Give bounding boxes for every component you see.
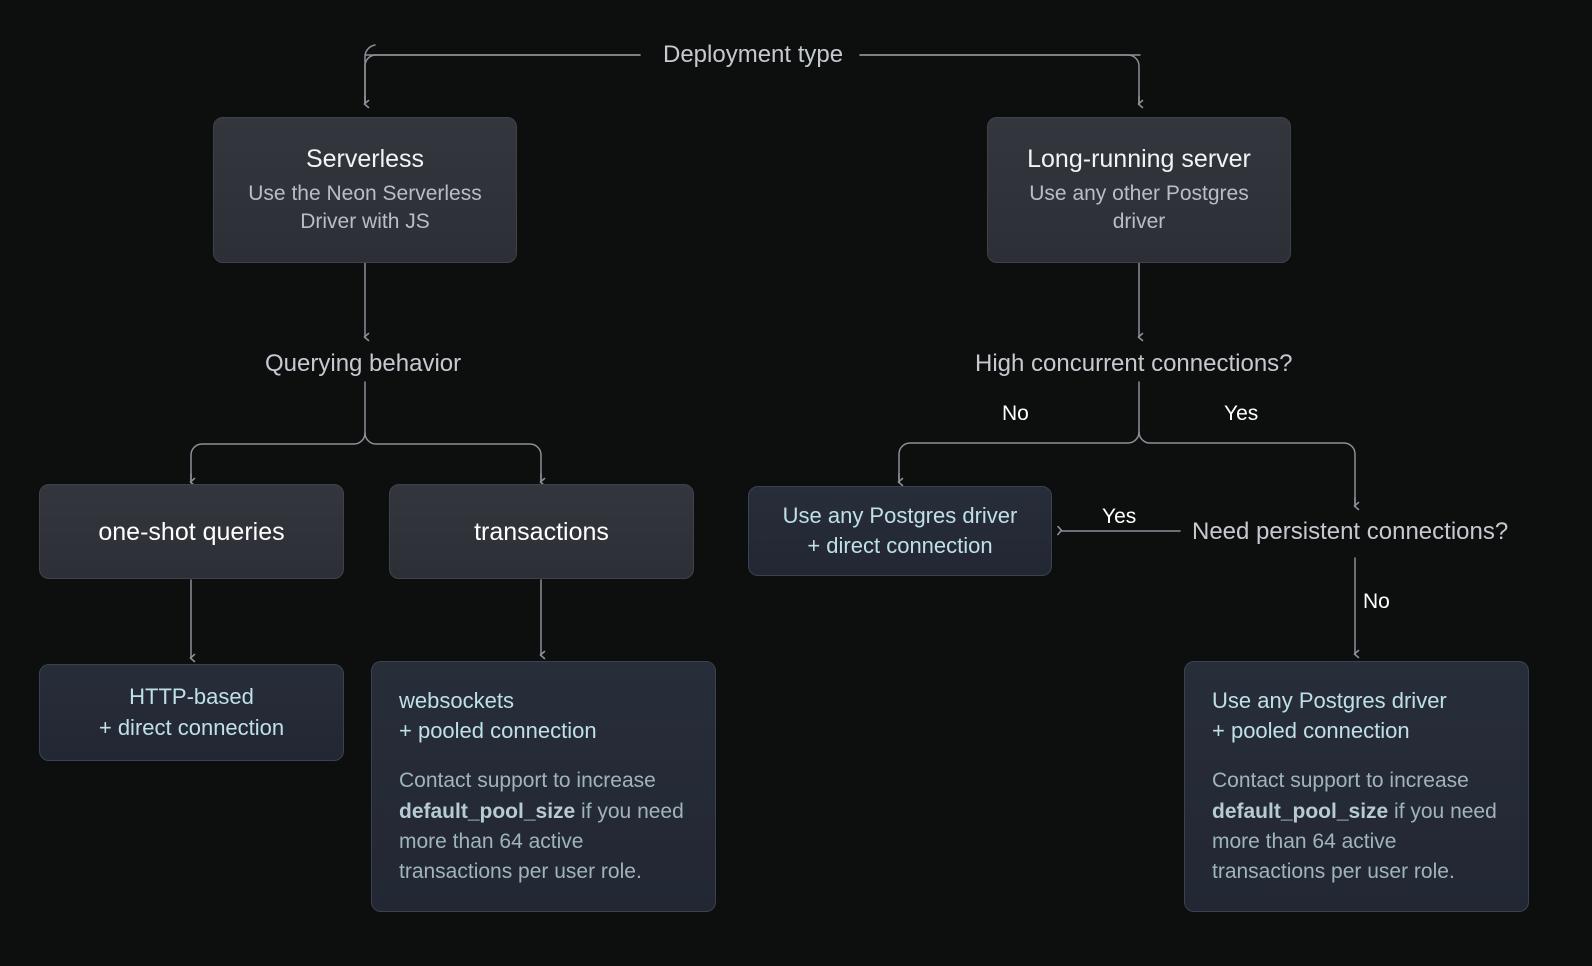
node-direct-driver-head: Use any Postgres driver + direct connect…: [782, 502, 1018, 558]
node-websockets-head: websockets + pooled connection: [399, 687, 597, 744]
decision-need-persistent-connections: Need persistent connections?: [1192, 518, 1509, 545]
node-serverless-title: Serverless: [305, 145, 425, 174]
node-pooled-driver-head: Use any Postgres driver + pooled connect…: [1212, 687, 1447, 744]
decision-querying-behavior: Querying behavior: [265, 350, 462, 377]
node-websockets-body-post: if you need more than 64 active transact…: [399, 799, 684, 884]
node-http-based[interactable]: HTTP-based + direct connection: [39, 664, 344, 761]
node-pooled-driver-body-post: if you need more than 64 active transact…: [1212, 799, 1497, 884]
node-pooled-driver-body-code: default_pool_size: [1212, 799, 1389, 823]
node-one-shot-queries[interactable]: one-shot queries: [39, 484, 344, 579]
edge-label-need-persistent-yes: Yes: [1102, 505, 1137, 528]
node-transactions-label: transactions: [474, 517, 609, 546]
node-long-running-server-subtitle: Use any other Postgres driver: [1029, 182, 1249, 233]
node-transactions[interactable]: transactions: [389, 484, 694, 579]
node-websockets-body-code: default_pool_size: [399, 799, 576, 823]
node-pooled-driver-body-pre: Contact support to increase: [1212, 769, 1469, 793]
decision-high-concurrent-connections: High concurrent connections?: [975, 350, 1293, 377]
node-websockets-body: Contact support to increase default_pool…: [399, 766, 688, 887]
node-serverless-subtitle: Use the Neon Serverless Driver with JS: [248, 182, 482, 233]
node-websockets-body-pre: Contact support to increase: [399, 769, 656, 793]
node-long-running-server-title: Long-running server: [1027, 145, 1251, 174]
node-one-shot-queries-label: one-shot queries: [98, 517, 285, 546]
node-pooled-driver[interactable]: Use any Postgres driver + pooled connect…: [1184, 661, 1529, 912]
node-serverless[interactable]: Serverless Use the Neon Serverless Drive…: [213, 117, 517, 263]
edge-label-need-persistent-no: No: [1363, 590, 1390, 613]
edge-label-high-concurrent-no: No: [1002, 402, 1029, 425]
node-websockets[interactable]: websockets + pooled connection Contact s…: [371, 661, 716, 912]
node-http-based-head: HTTP-based + direct connection: [98, 684, 285, 740]
node-pooled-driver-body: Contact support to increase default_pool…: [1212, 766, 1501, 887]
decision-deployment-type: Deployment type: [653, 43, 854, 67]
node-long-running-server[interactable]: Long-running server Use any other Postgr…: [987, 117, 1291, 263]
edge-label-high-concurrent-yes: Yes: [1224, 402, 1259, 425]
node-direct-driver[interactable]: Use any Postgres driver + direct connect…: [748, 486, 1052, 576]
